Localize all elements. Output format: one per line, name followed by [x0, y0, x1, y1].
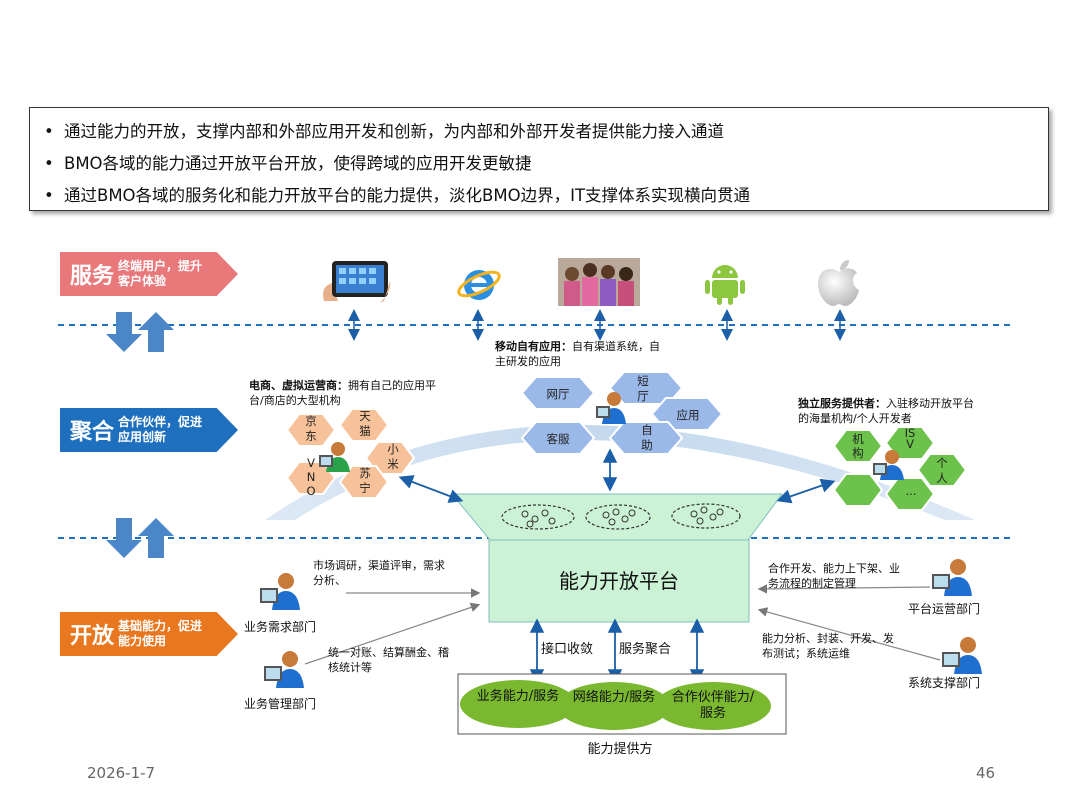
footer-date: 2026-1-7 — [87, 764, 156, 782]
operator-person-icon — [596, 392, 626, 424]
interface-convergence-label: 接口收敛 — [541, 642, 594, 657]
hex-label-jd: 京东 — [305, 414, 317, 443]
ie-browser-icon — [457, 270, 501, 300]
operations-dept-note: 合作开发、能力上下架、业务流程的制定管理 — [768, 562, 900, 590]
hex-label-zizhu: 自助 — [641, 423, 653, 452]
android-icon — [705, 265, 745, 305]
tablet-icon — [323, 261, 391, 303]
support-dept-note: 能力分析、封装、开发、发布测试；系统运维 — [762, 632, 894, 660]
isp-caption: 独立服务提供者：入驻移动开放平台的海量机构/个人开发者 — [798, 397, 974, 425]
bullet-item: •通过能力的开放，支撑内部和外部应用开发和创新，为内部和外部开发者提供能力接入通… — [44, 122, 724, 141]
ecommerce-person-icon — [319, 442, 350, 472]
hex-label-more: ... — [905, 484, 917, 498]
ecommerce-hex-cluster — [285, 408, 416, 499]
provider-business: 业务能力/服务 — [476, 689, 560, 704]
isp-person-icon — [873, 450, 904, 480]
support-dept-label: 系统支撑部门 — [908, 676, 981, 690]
apple-icon — [818, 260, 859, 306]
hex-label-vno: VNO — [306, 456, 316, 498]
service-aggregation-label: 服务聚合 — [619, 642, 672, 657]
provider-network: 网络能力/服务 — [572, 690, 656, 705]
operations-dept-label: 平台运营部门 — [908, 602, 981, 616]
bullet-item: •通过BMO各域的服务化和能力开放平台的能力提供，淡化BMO边界，IT支撑体系实… — [44, 186, 751, 205]
hex-label-individual: 个人 — [936, 456, 948, 485]
provider-partner: 合作伙伴能力/服务 — [671, 690, 755, 721]
hex-label-app: 应用 — [676, 408, 700, 422]
summary-box: •通过能力的开放，支撑内部和外部应用开发和创新，为内部和外部开发者提供能力接入通… — [29, 107, 1049, 211]
bullet-item: •BMO各域的能力通过开放平台开放，使得跨域的应用开发更敏捷 — [44, 154, 532, 173]
management-dept-label: 业务管理部门 — [244, 697, 317, 711]
hex-label-org: 机构 — [852, 432, 864, 460]
platform-box — [488, 539, 750, 623]
requirement-dept-note: 市场调研，渠道评审，需求分析、 — [313, 559, 445, 587]
aggregate-layer-label: 聚合 合作伙伴，促进应用创新 — [60, 408, 238, 452]
hex-label-tmall: 天猫 — [359, 409, 371, 438]
service-layer-label: 服务 终端用户，提升客户体验 — [60, 252, 238, 296]
users-photo-icon — [558, 258, 640, 306]
hex-label-duanting: 短厅 — [637, 374, 649, 403]
hex-label-isv: ISV — [904, 426, 916, 451]
platform-title: 能力开放平台 — [559, 569, 679, 593]
isp-hex-cluster — [832, 426, 968, 511]
open-layer-label: 开放 基础能力，促进能力使用 — [60, 612, 238, 656]
mobile-apps-caption: 移动自有应用：自有渠道系统，自主研发的应用 — [495, 340, 660, 368]
hex-label-wangting: 网厅 — [546, 387, 570, 401]
management-dept-note: 统一对账、结算酬金、稽核统计等 — [328, 646, 449, 674]
providers-title: 能力提供方 — [587, 742, 653, 757]
hex-label-xiaomi: 小米 — [387, 442, 399, 471]
mobile-hex-cluster — [520, 371, 724, 455]
support-dept-person-icon — [942, 637, 982, 674]
hex-label-kefu: 客服 — [546, 432, 570, 446]
aggregation-arc — [265, 425, 975, 520]
operations-dept-person-icon — [932, 559, 972, 596]
requirement-dept-label: 业务需求部门 — [244, 620, 317, 634]
management-dept-person-icon — [264, 651, 304, 688]
hex-label-suning: 苏宁 — [359, 466, 371, 495]
layer-flow-arrows — [106, 312, 174, 558]
ecommerce-caption: 电商、虚拟运营商：拥有自己的应用平台/商店的大型机构 — [249, 379, 436, 407]
page-number: 46 — [976, 764, 996, 782]
requirement-dept-person-icon — [260, 573, 300, 610]
